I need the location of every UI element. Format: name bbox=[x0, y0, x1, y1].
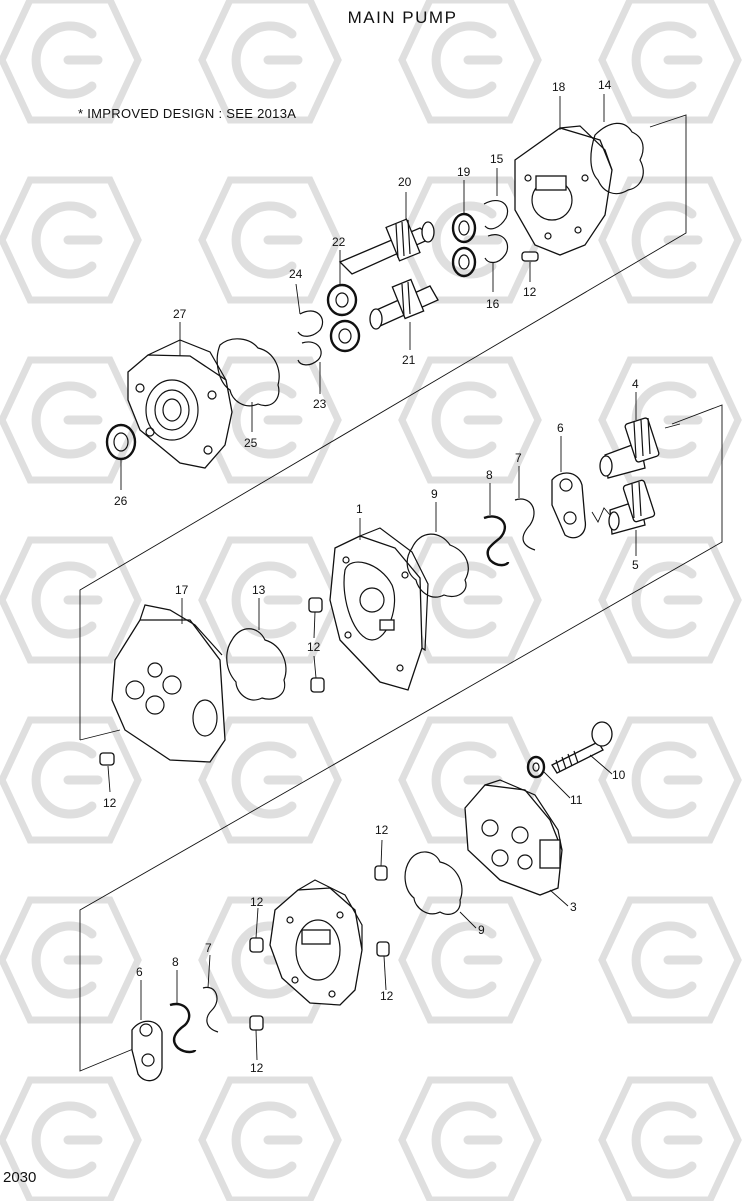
mounting-flange-27 bbox=[127, 339, 233, 469]
diagram-title: MAIN PUMP bbox=[347, 8, 458, 27]
pump-body-1 bbox=[329, 527, 429, 691]
seal-8a bbox=[483, 515, 510, 567]
dowel-pin-12b bbox=[308, 597, 323, 613]
washer-11 bbox=[526, 755, 546, 779]
gasket-25 bbox=[216, 338, 280, 407]
callout-14: 14 bbox=[598, 78, 612, 92]
callout-15: 15 bbox=[490, 152, 504, 166]
callout-12-middle: 12 bbox=[307, 640, 321, 654]
seal-16 bbox=[484, 234, 509, 264]
callout-12-upper: 12 bbox=[523, 285, 537, 299]
callout-5: 5 bbox=[632, 558, 639, 572]
callout-17: 17 bbox=[175, 583, 189, 597]
callout-21: 21 bbox=[402, 353, 416, 367]
callout-16: 16 bbox=[486, 297, 500, 311]
dowel-pin-12c bbox=[310, 677, 325, 693]
callout-18: 18 bbox=[552, 80, 566, 94]
callout-1: 1 bbox=[356, 502, 363, 516]
callout-12-lower-a: 12 bbox=[375, 823, 389, 837]
dowel-pin-12h bbox=[249, 1015, 264, 1031]
callout-27: 27 bbox=[173, 307, 187, 321]
drive-gear-4 bbox=[599, 417, 681, 479]
driven-gear-5 bbox=[591, 479, 656, 535]
gear-housing-18 bbox=[514, 125, 613, 256]
callout-6-middle: 6 bbox=[557, 421, 564, 435]
dowel-pin-12 bbox=[521, 251, 539, 262]
design-note: * IMPROVED DESIGN : SEE 2013A bbox=[78, 106, 297, 121]
seal-23 bbox=[297, 341, 322, 366]
callout-23: 23 bbox=[313, 397, 327, 411]
gasket-14 bbox=[590, 122, 644, 195]
seal-15 bbox=[483, 199, 509, 230]
drive-gear-20 bbox=[338, 218, 435, 275]
callout-20: 20 bbox=[398, 175, 412, 189]
callout-25: 25 bbox=[244, 436, 258, 450]
backup-ring-7a bbox=[514, 498, 536, 551]
dowel-pin-12f bbox=[376, 941, 390, 957]
callout-12-lower-c: 12 bbox=[380, 989, 394, 1003]
leader-lines bbox=[107, 94, 637, 1061]
callout-4: 4 bbox=[632, 377, 639, 391]
dowel-pin-12e bbox=[374, 865, 388, 881]
backup-ring-7b bbox=[202, 986, 219, 1033]
callout-8-middle: 8 bbox=[486, 468, 493, 482]
end-cover-3 bbox=[464, 779, 563, 896]
callout-numbers: 18 14 19 15 20 22 24 12 16 27 21 23 4 6 … bbox=[103, 78, 639, 1075]
callout-26: 26 bbox=[114, 494, 128, 508]
driven-gear-21 bbox=[369, 278, 439, 330]
gasket-9a bbox=[406, 533, 469, 598]
callout-11: 11 bbox=[570, 793, 583, 807]
seal-24 bbox=[297, 310, 324, 337]
callout-12-left: 12 bbox=[103, 796, 117, 810]
bushing-19 bbox=[451, 212, 477, 278]
bushing-22 bbox=[326, 283, 361, 353]
gasket-13 bbox=[226, 628, 287, 701]
side-plate-6b bbox=[131, 1020, 163, 1082]
gasket-9b bbox=[404, 851, 463, 915]
callout-6-lower: 6 bbox=[136, 965, 143, 979]
callout-9-upper: 9 bbox=[431, 487, 438, 501]
callout-10: 10 bbox=[612, 768, 626, 782]
callout-7-lower: 7 bbox=[205, 941, 212, 955]
callout-8-lower: 8 bbox=[172, 955, 179, 969]
callout-12-lower-d: 12 bbox=[250, 1061, 264, 1075]
gear-housing-lower bbox=[269, 879, 363, 1006]
dowel-pin-12d bbox=[99, 752, 115, 766]
callout-9-lower: 9 bbox=[478, 923, 485, 937]
callout-22: 22 bbox=[332, 235, 346, 249]
rear-housing-17 bbox=[111, 604, 226, 763]
callout-13: 13 bbox=[252, 583, 266, 597]
page-number: 2030 bbox=[3, 1169, 37, 1186]
callout-24: 24 bbox=[289, 267, 303, 281]
seal-8b bbox=[169, 1002, 197, 1054]
callout-12-lower-b: 12 bbox=[250, 895, 264, 909]
bolt-10 bbox=[551, 721, 613, 774]
side-plate-6a bbox=[551, 472, 587, 539]
assembly-frame-lines bbox=[79, 114, 723, 1072]
callout-3: 3 bbox=[570, 900, 577, 914]
callout-19: 19 bbox=[457, 165, 471, 179]
dowel-pin-12g bbox=[249, 937, 264, 953]
callout-7-middle: 7 bbox=[515, 451, 522, 465]
